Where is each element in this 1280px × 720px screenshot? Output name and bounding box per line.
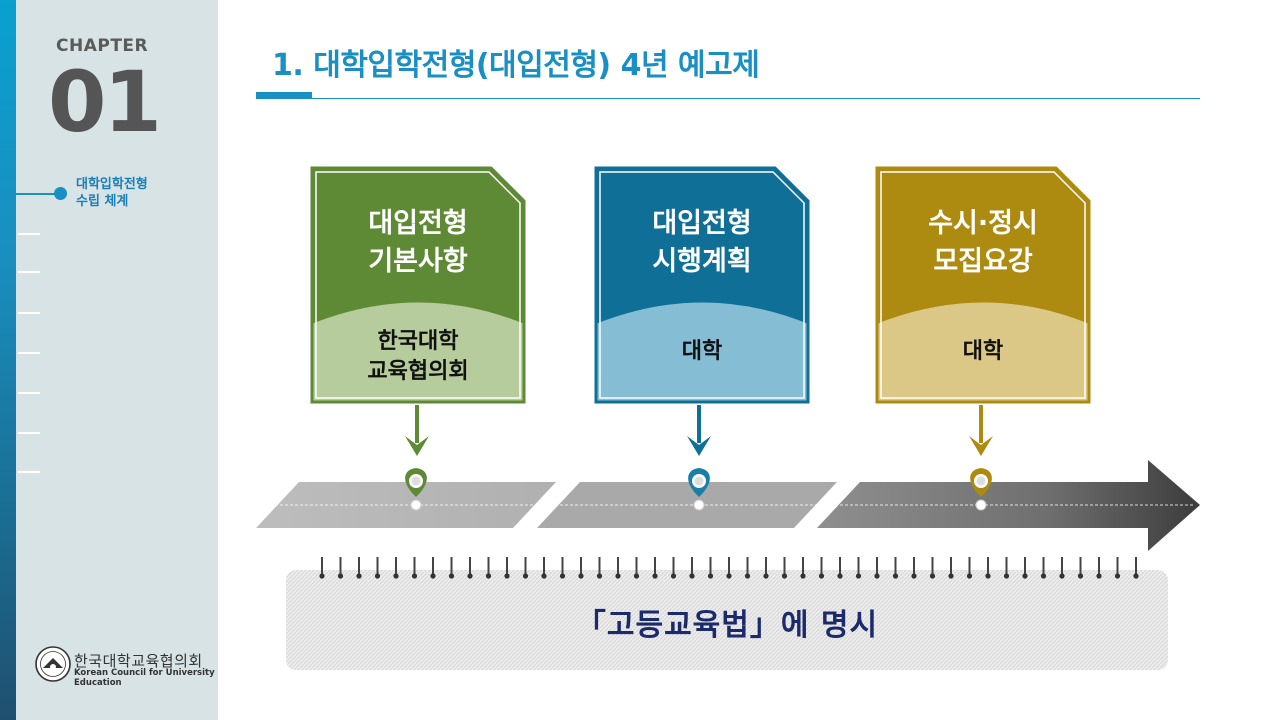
spiral-hole [707,573,714,579]
spiral-hole [781,573,788,579]
spiral-hole [874,573,880,579]
spiral-hole [337,573,344,579]
card-organization: 대학 [681,339,723,364]
chapter-number: 01 [48,53,162,151]
spiral-hole [393,573,399,579]
nav-item-8[interactable] [18,471,40,473]
nav-item-5[interactable] [18,352,40,354]
law-reference-text: 「고등교육법」에 명시 [575,608,879,643]
spiral-hole [911,573,917,579]
nav-active-dot-icon [54,187,67,200]
spiral-hole [615,573,621,579]
spiral-hole [1077,573,1084,579]
spiral-hole [892,573,899,579]
spiral-hole [948,573,954,579]
spiral-hole [726,573,732,579]
spiral-hole [837,573,843,579]
spiral-hole [1059,573,1065,579]
down-arrow-icon [969,405,993,456]
spiral-hole [448,573,455,579]
kcue-logo-icon [35,646,71,682]
down-arrow-icon [687,405,711,456]
sidebar-stripe [0,0,16,720]
nav-item-7[interactable] [18,432,40,434]
spiral-hole [763,573,769,579]
spiral-hole [596,573,603,579]
spiral-hole [356,573,362,579]
spiral-hole [1114,573,1121,579]
spiral-hole [1096,573,1102,579]
logo-text-english: Korean Council for University Education [74,668,215,688]
nav-item-6[interactable] [18,392,40,394]
spiral-hole [633,573,640,579]
spiral-hole [319,573,325,579]
chapter-label: CHAPTER [56,36,149,56]
map-pin-icon [688,468,710,511]
spiral-hole [541,573,547,579]
spiral-hole [467,573,473,579]
nav-connector-line [0,193,60,195]
title-underline [256,98,1200,99]
spiral-hole [504,573,510,579]
spiral-hole [559,573,566,579]
spiral-binding-icon [319,557,1139,579]
spiral-hole [670,573,677,579]
spiral-hole [1040,573,1047,579]
spiral-hole [966,573,973,579]
down-arrow-icon [405,405,429,456]
spiral-hole [800,573,806,579]
spiral-hole [744,573,751,579]
nav-item-3[interactable] [18,271,40,273]
nav-item-2[interactable] [18,233,40,235]
spiral-hole [1022,573,1028,579]
title-accent-bar [256,92,312,99]
map-pin-icon [970,468,992,511]
spiral-hole [1003,573,1010,579]
spiral-hole [374,573,381,579]
spiral-hole [1133,573,1139,579]
notepad-panel [286,570,1168,670]
nav-item-4[interactable] [18,312,40,314]
timeline-arrow-icon [817,460,1200,551]
card-organization: 대학 [962,339,1004,364]
spiral-hole [689,573,695,579]
page-title: 1. 대학입학전형(대입전형) 4년 예고제 [272,48,760,83]
spiral-hole [578,573,584,579]
spiral-hole [411,573,418,579]
spiral-hole [522,573,529,579]
logo-text-korean: 한국대학교육협의회 [74,652,203,670]
spiral-hole [652,573,658,579]
spiral-hole [485,573,492,579]
spiral-hole [985,573,991,579]
spiral-hole [430,573,436,579]
spiral-hole [818,573,825,579]
spiral-hole [855,573,862,579]
map-pin-icon [405,468,427,511]
spiral-hole [929,573,936,579]
